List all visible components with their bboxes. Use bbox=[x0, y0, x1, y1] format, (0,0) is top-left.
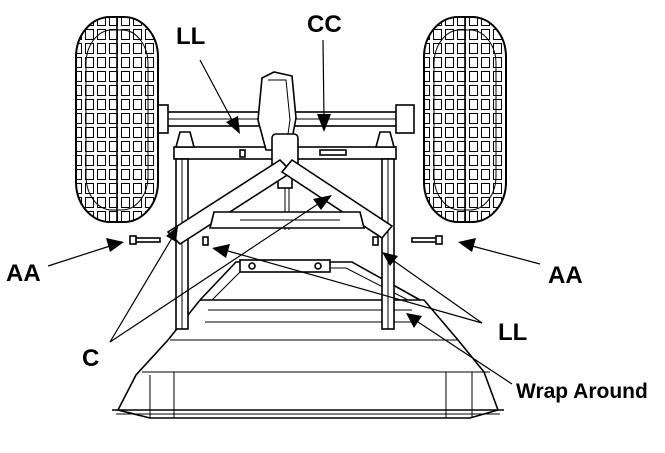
mount-bracket bbox=[239, 259, 331, 273]
bolt-right bbox=[411, 235, 443, 245]
leader-aa-left bbox=[47, 238, 124, 267]
bolt-left bbox=[129, 235, 161, 245]
wheel-left bbox=[75, 16, 159, 223]
label-wrap-around: Wrap Around bbox=[516, 380, 648, 403]
leader-c bbox=[109, 195, 332, 343]
leader-ll-right bbox=[212, 244, 483, 324]
leader-wrap-around bbox=[406, 313, 513, 385]
label-c: C bbox=[82, 345, 99, 372]
leader-ll-top bbox=[199, 59, 240, 134]
label-cc: CC bbox=[307, 11, 342, 38]
wheel-right bbox=[423, 16, 507, 223]
label-ll-top: LL bbox=[176, 23, 205, 50]
spinner bbox=[208, 211, 366, 229]
braces bbox=[166, 158, 394, 246]
leader-aa-right bbox=[458, 238, 541, 265]
label-aa-right: AA bbox=[548, 262, 583, 289]
label-ll-right: LL bbox=[498, 319, 527, 346]
label-aa-left: AA bbox=[6, 260, 41, 287]
leader-cc bbox=[317, 39, 331, 132]
